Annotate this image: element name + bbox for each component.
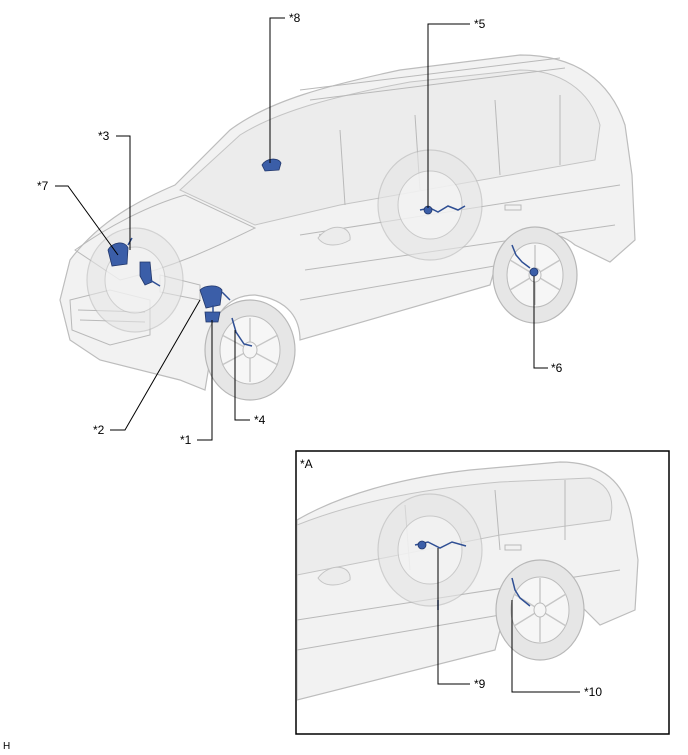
callout-7: *7 xyxy=(37,179,49,193)
part-10 xyxy=(511,577,531,607)
callout-3: *3 xyxy=(98,129,110,143)
part-2 xyxy=(199,285,223,309)
callout-10: *10 xyxy=(584,685,602,699)
part-6 xyxy=(511,244,531,269)
callout-6: *6 xyxy=(551,361,563,375)
callout-8: *8 xyxy=(289,11,301,25)
callout-2: *2 xyxy=(93,423,105,437)
inset-a xyxy=(295,450,670,735)
part-4 xyxy=(231,317,253,347)
front-right-wheel-ghost xyxy=(86,227,184,333)
spare-wheel-ghost xyxy=(377,149,483,261)
inset-label: *A xyxy=(300,457,313,471)
vehicle-main-view xyxy=(59,54,636,391)
callout-5: *5 xyxy=(474,17,486,31)
footer-code: H xyxy=(3,741,10,752)
callout-9: *9 xyxy=(474,677,486,691)
leader-lines-main xyxy=(55,17,548,441)
callout-1: *1 xyxy=(180,433,192,447)
part-8 xyxy=(261,158,282,172)
callout-4: *4 xyxy=(254,413,266,427)
part-3 xyxy=(139,261,153,286)
part-1 xyxy=(204,311,221,323)
